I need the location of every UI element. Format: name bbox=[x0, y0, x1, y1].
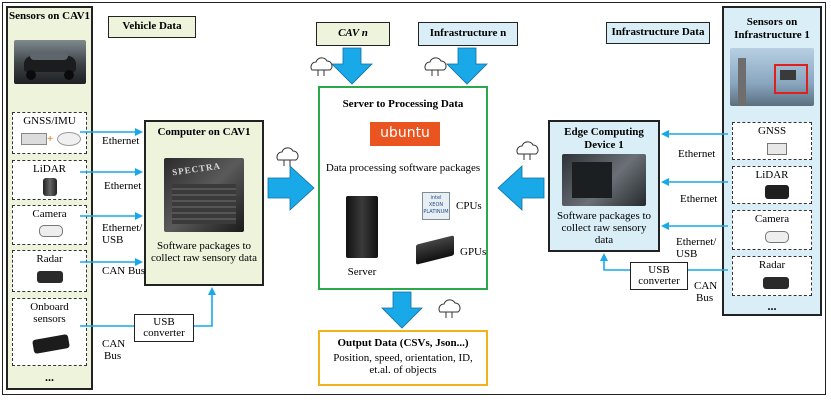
computer-description: Software packages to collect raw sensory… bbox=[151, 240, 257, 264]
computer-title: Computer on CAV1 bbox=[157, 126, 251, 138]
server-packages: Data processing software packages bbox=[325, 162, 481, 174]
sensor-radar: Radar bbox=[12, 250, 87, 292]
infrastructure-data-tag: Infrastructure Data bbox=[606, 22, 710, 44]
gnss-module-icon bbox=[21, 133, 47, 145]
computer-on-cav1: Computer on CAV1 SPECTRA Software packag… bbox=[144, 120, 264, 286]
arrow-edge-to-server bbox=[497, 165, 545, 211]
infra-sensor-radar-label: Radar bbox=[758, 259, 786, 271]
link-usb-to-computer bbox=[194, 287, 216, 327]
right-link-camera-usb: USB bbox=[676, 248, 698, 260]
radar-icon bbox=[37, 271, 63, 283]
sensor-camera-label: Camera bbox=[32, 208, 67, 220]
edge-description: Software packages to collect raw sensory… bbox=[556, 210, 652, 246]
cloud-icon-output bbox=[438, 299, 461, 318]
cav-n-box: CAV n bbox=[316, 22, 390, 46]
vehicle-sensors-title: Sensors on CAV1 bbox=[8, 10, 91, 22]
arrow-infra-n-to-server bbox=[446, 47, 488, 85]
gpu-label: GPUs bbox=[460, 246, 487, 258]
left-usb-converter: USB converter bbox=[134, 314, 194, 342]
right-link-radar-bus: Bus bbox=[696, 292, 714, 304]
cloud-icon-computer bbox=[276, 147, 299, 166]
right-link-gnss-ethernet: Ethernet bbox=[678, 148, 716, 160]
left-link-onboard-bus: Bus bbox=[104, 350, 122, 362]
processing-server-box: Server to Processing Data ubuntu Data pr… bbox=[318, 86, 488, 290]
arrow-server-to-output bbox=[381, 291, 423, 329]
infrastructure-sensors-column: Sensors on Infrastructure 1 GNSS LiDAR C… bbox=[722, 6, 822, 316]
right-usb-converter: USB converter bbox=[630, 262, 688, 290]
cpu-label: CPUs bbox=[456, 200, 482, 212]
link-usb-to-edge bbox=[600, 253, 630, 271]
infrastructure-pole-photo bbox=[730, 48, 814, 106]
left-usb-converter-line2: converter bbox=[143, 327, 185, 339]
arrow-computer-to-server bbox=[267, 165, 315, 211]
left-link-camera-ethernet: Ethernet/ bbox=[102, 222, 143, 234]
vehicle-sensors-column: Sensors on CAV1 GNSS/IMU + LiDAR Camera … bbox=[6, 6, 93, 390]
sensor-onboard: Onboard sensors bbox=[12, 298, 87, 366]
edge-computing-device: Edge Computing Device 1 Software package… bbox=[548, 120, 660, 252]
right-usb-converter-line1: USB bbox=[648, 264, 670, 276]
cav-car-photo bbox=[14, 40, 86, 84]
sensor-gnss-imu: GNSS/IMU + bbox=[12, 112, 87, 154]
left-link-lidar-ethernet: Ethernet bbox=[104, 180, 142, 192]
infrastructure-sensors-ellipsis: ... bbox=[767, 299, 777, 313]
output-title: Output Data (CSVs, Json...) bbox=[337, 337, 469, 349]
infrastructure-n-box: Infrastructure n bbox=[418, 22, 518, 46]
computer-photo: SPECTRA bbox=[164, 158, 244, 232]
server-tower-icon bbox=[346, 196, 378, 258]
sensor-gnss-imu-label: GNSS/IMU bbox=[23, 115, 76, 127]
infra-sensor-gnss: GNSS bbox=[732, 122, 812, 160]
cloud-icon-infra-n bbox=[424, 57, 447, 76]
vehicle-sensors-ellipsis: ... bbox=[45, 370, 54, 384]
lidar-icon bbox=[765, 185, 789, 199]
left-usb-converter-line1: USB bbox=[153, 316, 175, 328]
sensor-onboard-label: Onboard sensors bbox=[30, 301, 69, 325]
left-link-camera-usb: USB bbox=[102, 234, 124, 246]
left-link-gnss-ethernet: Ethernet bbox=[102, 135, 140, 147]
right-link-lidar-ethernet: Ethernet bbox=[680, 193, 718, 205]
lidar-icon bbox=[43, 178, 57, 196]
plus-icon: + bbox=[47, 133, 54, 145]
infra-sensor-gnss-label: GNSS bbox=[757, 125, 787, 137]
radar-icon bbox=[763, 277, 789, 289]
server-label: Server bbox=[347, 266, 377, 278]
arrow-cav-n-to-server bbox=[331, 47, 373, 85]
output-description: Position, speed, orientation, ID, et.al.… bbox=[333, 352, 473, 376]
cpu-chip-icon: intel XEON PLATINUM bbox=[422, 192, 450, 220]
vehicle-data-tag: Vehicle Data bbox=[108, 16, 196, 38]
sensor-camera: Camera bbox=[12, 205, 87, 245]
right-usb-converter-line2: converter bbox=[638, 275, 680, 287]
camera-icon bbox=[765, 231, 789, 243]
ubuntu-logo: ubuntu bbox=[370, 122, 440, 146]
cloud-icon-edge bbox=[516, 141, 539, 160]
sensor-lidar: LiDAR bbox=[12, 160, 87, 200]
camera-icon bbox=[39, 225, 63, 237]
server-title: Server to Processing Data bbox=[342, 98, 464, 110]
left-link-onboard-can: CAN bbox=[102, 338, 126, 350]
infra-sensor-lidar-label: LiDAR bbox=[755, 169, 789, 181]
infra-sensor-lidar: LiDAR bbox=[732, 166, 812, 204]
sensor-radar-label: Radar bbox=[36, 253, 63, 265]
edge-device-photo bbox=[562, 154, 646, 206]
right-link-camera-ethernet: Ethernet/ bbox=[676, 236, 717, 248]
infra-sensor-camera: Camera bbox=[732, 210, 812, 250]
infra-sensor-radar: Radar bbox=[732, 256, 812, 296]
left-link-radar-canbus: CAN Bus bbox=[102, 265, 146, 277]
infrastructure-sensors-title: Sensors on Infrastructure 1 bbox=[734, 16, 810, 41]
cloud-icon-cav-n bbox=[310, 57, 333, 76]
right-link-radar-can: CAN bbox=[694, 280, 718, 292]
infra-sensor-camera-label: Camera bbox=[754, 213, 790, 225]
edge-title: Edge Computing Device 1 bbox=[564, 126, 644, 151]
output-data-box: Output Data (CSVs, Json...) Position, sp… bbox=[318, 330, 488, 386]
imu-antenna-icon bbox=[57, 132, 81, 146]
sensor-lidar-label: LiDAR bbox=[33, 163, 66, 175]
gnss-receiver-icon bbox=[767, 143, 787, 155]
diagram-frame bbox=[2, 2, 826, 395]
